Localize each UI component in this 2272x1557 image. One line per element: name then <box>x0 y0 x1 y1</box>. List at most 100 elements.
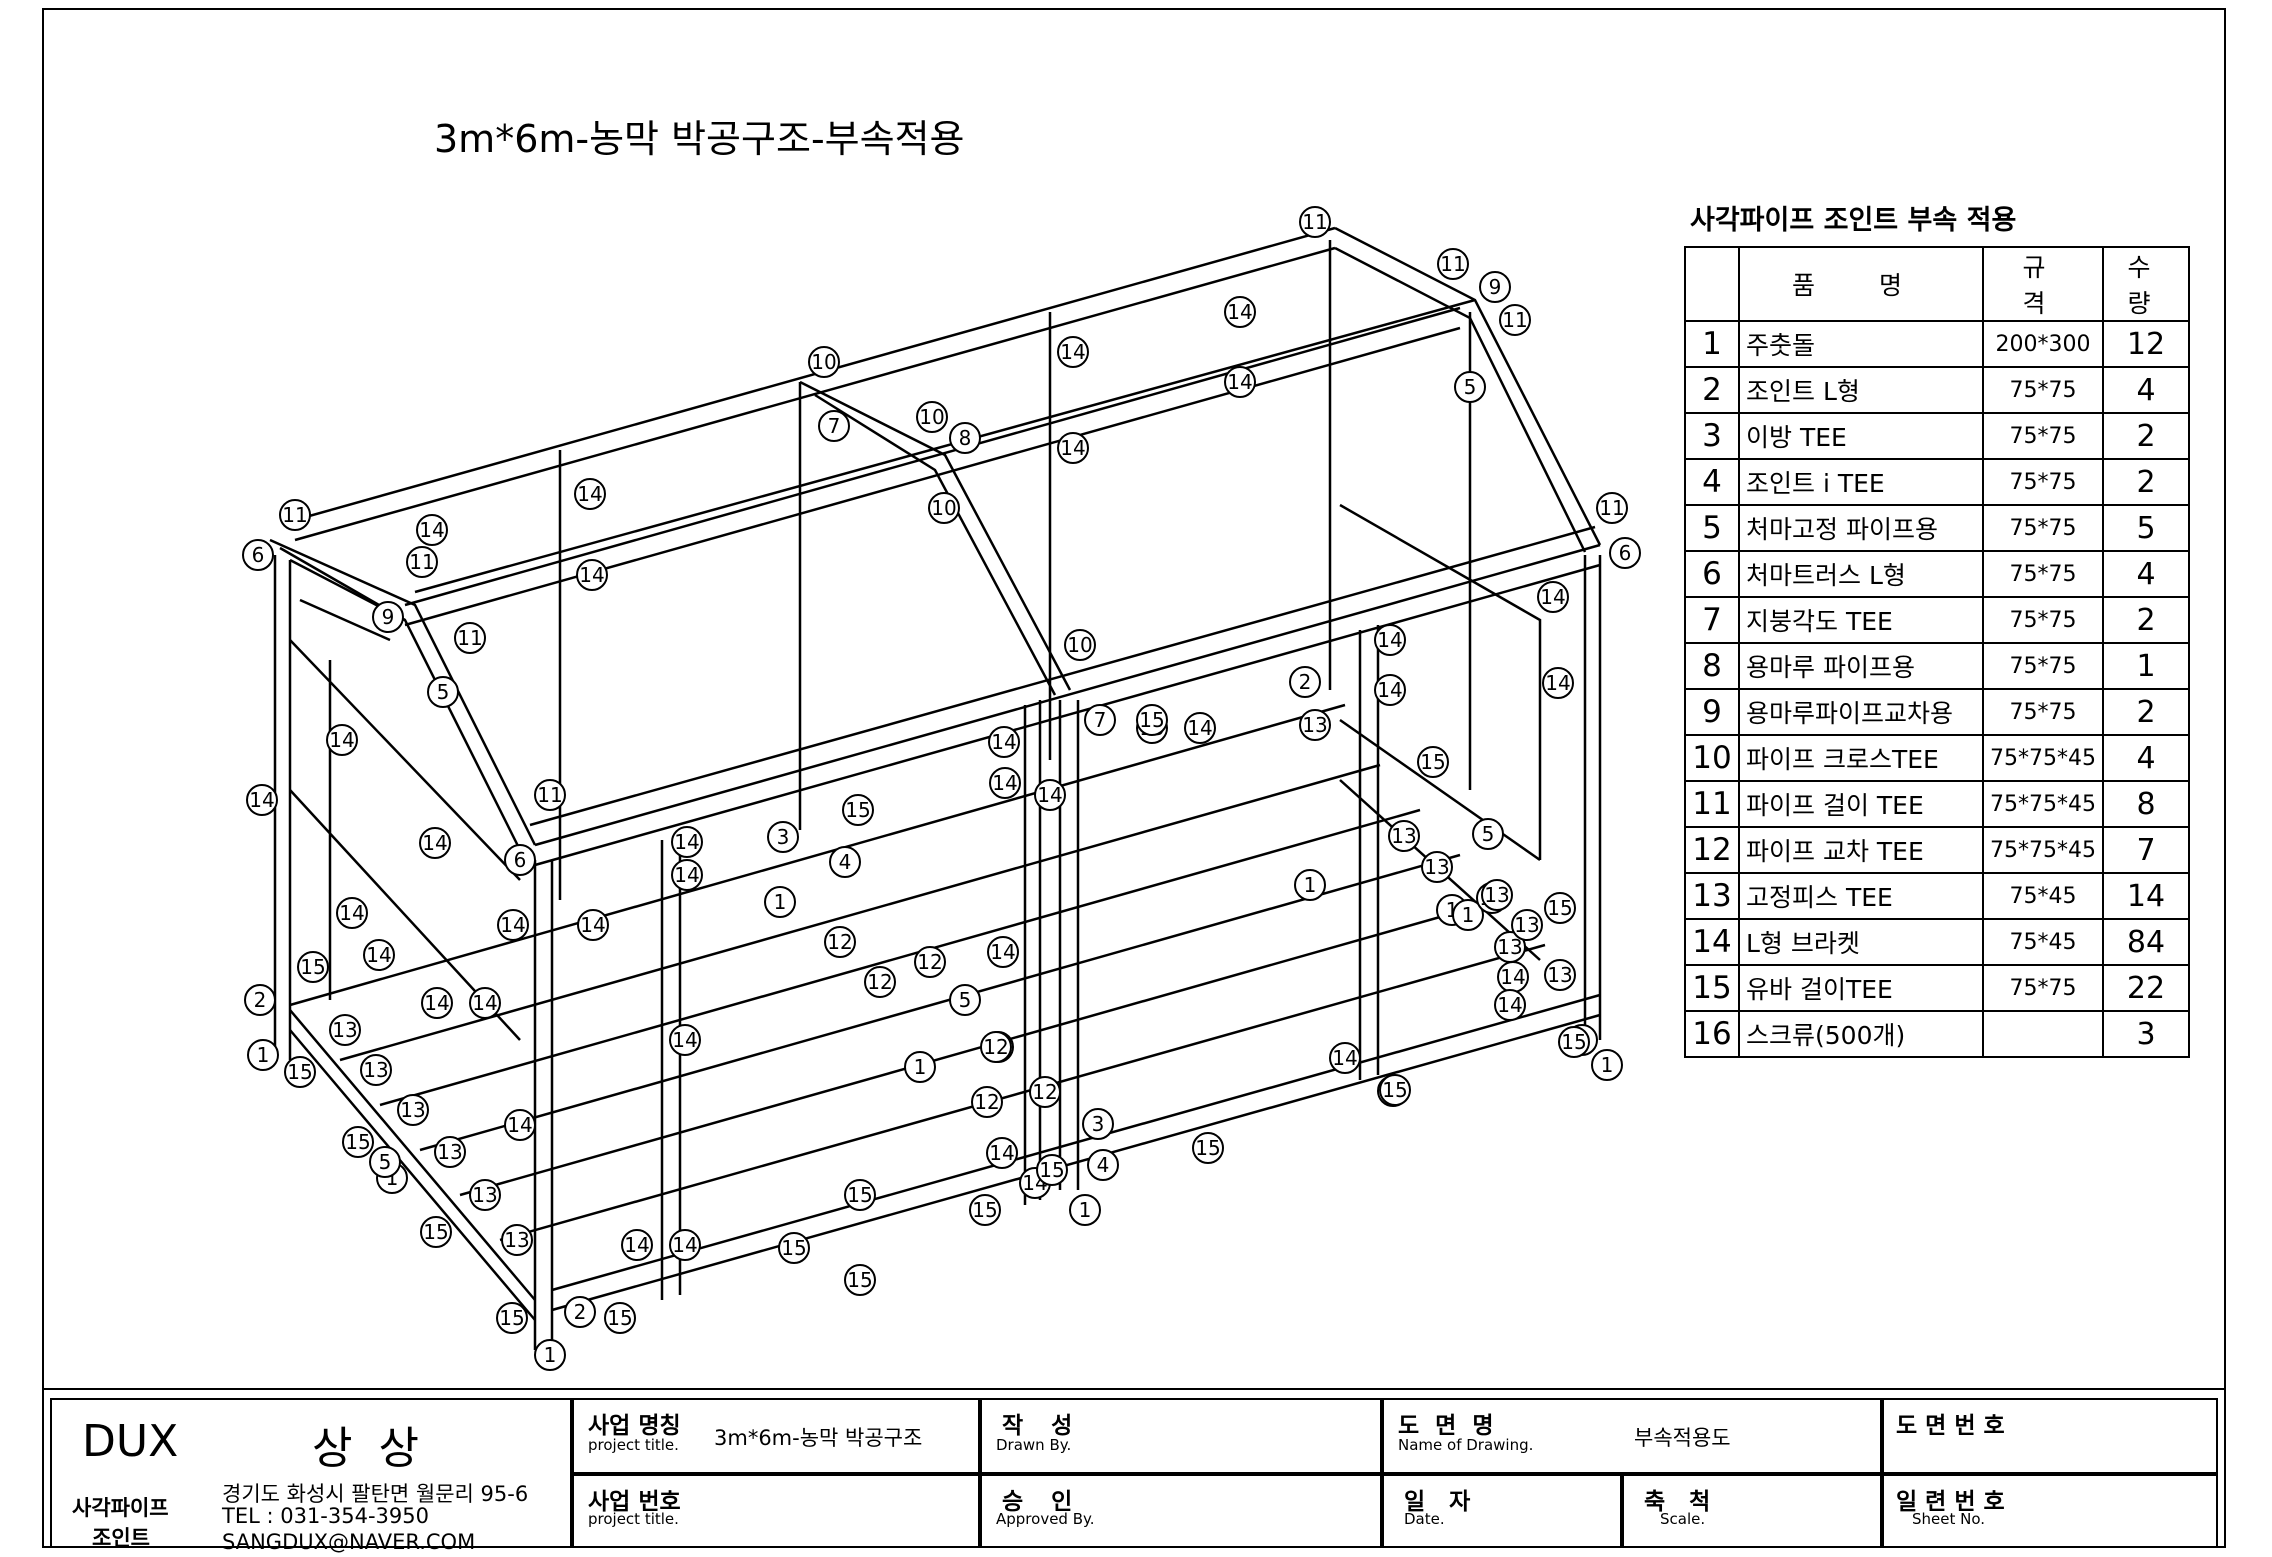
parts-name-cell: 조인트 L형 <box>1738 366 1984 414</box>
project-no-en: project title. <box>588 1510 679 1528</box>
part-callout: 1 <box>1591 1049 1623 1081</box>
part-callout: 14 <box>986 1137 1018 1169</box>
callout-circle <box>904 1051 936 1083</box>
part-callout: 15 <box>969 1194 1001 1226</box>
callout-number: 1 <box>774 890 787 914</box>
back-base-beam <box>289 703 1346 1007</box>
middle-roof-truss <box>799 380 1072 696</box>
drawing-name-cell: 도 면 명 Name of Drawing. 부속적용도 <box>1382 1398 1882 1474</box>
callout-number: 10 <box>931 496 956 520</box>
callout-number: 6 <box>1619 541 1632 565</box>
parts-no-cell: 1 <box>1684 320 1740 368</box>
parts-no-cell: 7 <box>1684 596 1740 644</box>
part-callout: 4 <box>829 846 861 878</box>
callout-circle <box>1224 366 1256 398</box>
part-callout: 12 <box>824 926 856 958</box>
callout-circle <box>1596 492 1628 524</box>
callout-number: 11 <box>1440 252 1465 276</box>
callout-circle <box>671 859 703 891</box>
callout-number: 12 <box>827 930 852 954</box>
callout-number: 15 <box>423 1220 448 1244</box>
part-callout: 13 <box>1494 931 1526 963</box>
callout-number: 12 <box>917 950 942 974</box>
callout-number: 15 <box>607 1306 632 1330</box>
callout-circle <box>778 1232 810 1264</box>
parts-spec-cell: 75*75*45 <box>1982 780 2104 828</box>
part-callout: 6 <box>504 844 536 876</box>
part-callout: 14 <box>987 936 1019 968</box>
header-qty: 수 량 <box>2101 246 2190 322</box>
drawn-by-cell: 작 성 Drawn By. <box>980 1398 1382 1474</box>
callout-circle <box>501 1224 533 1256</box>
callout-number: 1 <box>914 1055 927 1079</box>
parts-name-cell: 주춧돌 <box>1738 320 1984 368</box>
parts-spec-cell: 75*45 <box>1982 872 2104 920</box>
callout-number: 14 <box>1497 993 1522 1017</box>
callout-number: 15 <box>1561 1030 1586 1054</box>
callout-circle <box>284 1056 316 1088</box>
callout-number: 13 <box>1391 824 1416 848</box>
callout-circle <box>1087 1149 1119 1181</box>
callout-number: 13 <box>504 1228 529 1252</box>
callout-circle <box>671 826 703 858</box>
callout-circle <box>621 1229 653 1261</box>
callout-circle <box>1289 666 1321 698</box>
callout-circle <box>419 827 451 859</box>
parts-qty-cell: 2 <box>2101 458 2190 506</box>
callout-number: 12 <box>867 970 892 994</box>
parts-spec-cell: 75*75*45 <box>1982 826 2104 874</box>
approved-by-label: 승 인 <box>1002 1489 1083 1515</box>
callout-circle <box>989 767 1021 799</box>
callout-circle <box>949 984 981 1016</box>
callout-circle <box>244 984 276 1016</box>
part-callout: 5 <box>427 676 459 708</box>
callout-circle <box>1479 271 1511 303</box>
front-eave-beam <box>534 543 1601 867</box>
callout-circle <box>969 1194 1001 1226</box>
callout-number: 14 <box>579 563 604 587</box>
callout-number: 14 <box>1227 300 1252 324</box>
parts-name-cell: 용마루파이프교차용 <box>1738 688 1984 736</box>
callout-number: 14 <box>990 940 1015 964</box>
scale-en: Scale. <box>1660 1510 1706 1528</box>
part-callout: 14 <box>504 1109 536 1141</box>
part-callout: 15 <box>496 1302 528 1334</box>
callout-circle <box>574 478 606 510</box>
parts-no-cell: 9 <box>1684 688 1740 736</box>
part-callout: 14 <box>326 724 358 756</box>
part-callouts: 1111111111122233445555566677899101010101… <box>242 206 1641 1371</box>
drawing-no-label: 도 면 번 호 <box>1896 1413 2005 1439</box>
callout-number: 12 <box>1032 1080 1057 1104</box>
callout-circle <box>534 1339 566 1371</box>
callout-circle <box>1299 709 1331 741</box>
callout-number: 14 <box>989 1141 1014 1165</box>
back-wall-posts <box>558 240 1472 900</box>
company-subtitle-1: 사각파이프 <box>72 1496 169 1520</box>
ridge-beam <box>414 298 1476 594</box>
scale-cell: 축 척 Scale. <box>1622 1474 1882 1548</box>
callout-number: 14 <box>577 482 602 506</box>
parts-no-cell: 16 <box>1684 1010 1740 1058</box>
callout-number: 11 <box>1599 496 1624 520</box>
front-mid-post <box>1058 700 1080 1190</box>
callout-number: 14 <box>580 913 605 937</box>
callout-circle <box>971 1086 1003 1118</box>
parts-name-cell: 처마고정 파이프용 <box>1738 504 1984 552</box>
callout-number: 11 <box>282 503 307 527</box>
part-callout: 12 <box>971 1086 1003 1118</box>
parts-qty-cell: 4 <box>2101 550 2190 598</box>
parts-spec-cell: 75*75 <box>1982 642 2104 690</box>
part-callout: 11 <box>1299 206 1331 238</box>
parts-qty-cell: 7 <box>2101 826 2190 874</box>
callout-number: 13 <box>472 1183 497 1207</box>
parts-spec-cell: 75*75 <box>1982 596 2104 644</box>
callout-number: 14 <box>624 1233 649 1257</box>
parts-name-cell: 이방 TEE <box>1738 412 1984 460</box>
callout-number: 11 <box>537 783 562 807</box>
callout-circle <box>1499 304 1531 336</box>
parts-no-cell: 2 <box>1684 366 1740 414</box>
callout-number: 14 <box>1037 783 1062 807</box>
callout-number: 14 <box>424 991 449 1015</box>
callout-circle <box>1064 629 1096 661</box>
